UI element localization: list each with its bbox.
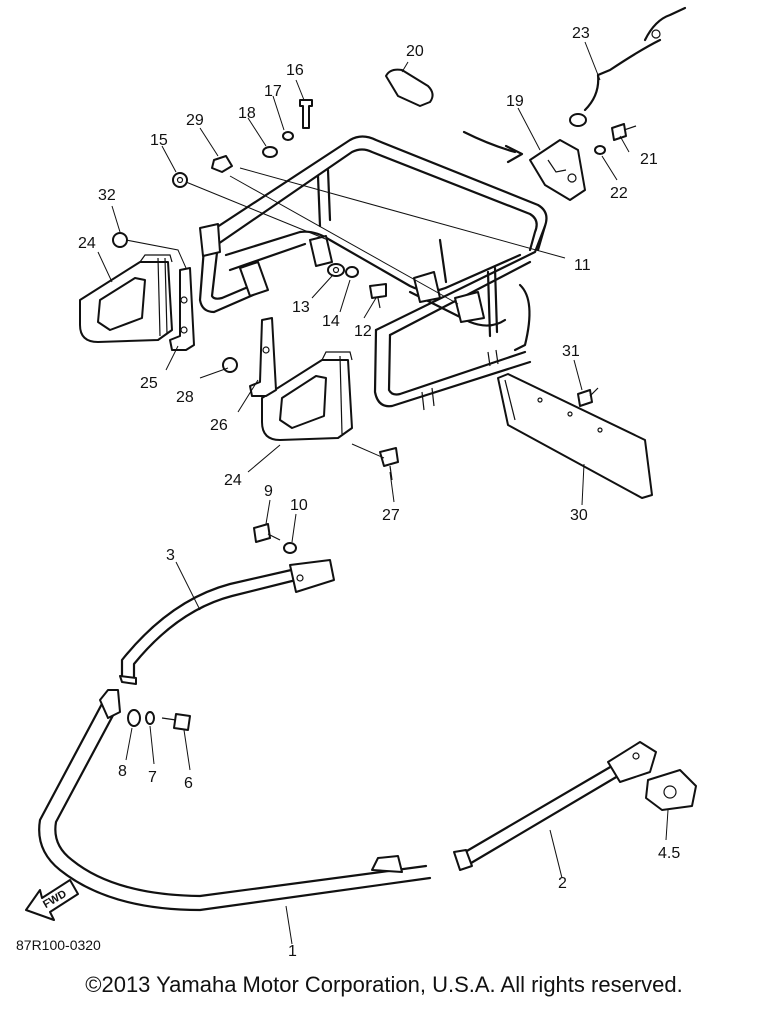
bracket-25 — [169, 267, 195, 351]
tube-3 — [119, 559, 335, 685]
callout-22: 22 — [610, 185, 628, 202]
callout-31: 31 — [562, 343, 580, 360]
part-4-5 — [645, 769, 697, 811]
callout-12: 12 — [354, 323, 372, 340]
copyright-notice: ©2013 Yamaha Motor Corporation, U.S.A. A… — [85, 972, 683, 997]
callout-24-upper: 24 — [78, 235, 96, 252]
callout-16: 16 — [286, 62, 304, 79]
callout-29: 29 — [186, 112, 204, 129]
callout-labels: 23 20 16 17 19 18 29 15 21 22 32 24 11 1… — [16, 25, 680, 960]
fwd-arrow: FWD — [25, 879, 79, 921]
callout-3: 3 — [166, 547, 175, 564]
callout-21: 21 — [640, 151, 658, 168]
callout-24-lower: 24 — [224, 472, 242, 489]
callout-1: 1 — [288, 943, 297, 960]
callout-17: 17 — [264, 83, 282, 100]
callout-30: 30 — [570, 507, 588, 524]
latch-assembly — [462, 130, 586, 201]
fastener-hardware — [112, 99, 637, 731]
callout-26: 26 — [210, 417, 228, 434]
side-panel-upper — [79, 254, 173, 343]
callout-28: 28 — [176, 389, 194, 406]
tube-2 — [453, 741, 657, 871]
callout-8: 8 — [118, 763, 127, 780]
callout-10: 10 — [290, 497, 308, 514]
callout-6: 6 — [184, 775, 193, 792]
callout-15: 15 — [150, 132, 168, 149]
callout-19: 19 — [506, 93, 524, 110]
leader-lines — [97, 41, 669, 945]
callout-20: 20 — [406, 43, 424, 60]
callout-2: 2 — [558, 875, 567, 892]
callout-11: 11 — [574, 257, 591, 274]
part-20 — [385, 68, 434, 107]
rack-frame — [198, 135, 548, 411]
callout-7: 7 — [148, 769, 157, 786]
callout-9: 9 — [264, 483, 273, 500]
callout-25: 25 — [140, 375, 158, 392]
callout-27: 27 — [382, 507, 400, 524]
bracket-26 — [249, 317, 277, 397]
plate-30 — [497, 373, 653, 499]
diagram-code: 87R100-0320 — [16, 937, 101, 953]
callout-23: 23 — [572, 25, 590, 42]
callout-13: 13 — [292, 299, 310, 316]
callout-32: 32 — [98, 187, 116, 204]
callout-14: 14 — [322, 313, 340, 330]
tube-1 — [38, 689, 432, 912]
callout-18: 18 — [238, 105, 256, 122]
cable-23 — [569, 6, 687, 127]
callout-4-5: 4.5 — [658, 845, 680, 862]
side-panel-lower — [261, 351, 353, 441]
